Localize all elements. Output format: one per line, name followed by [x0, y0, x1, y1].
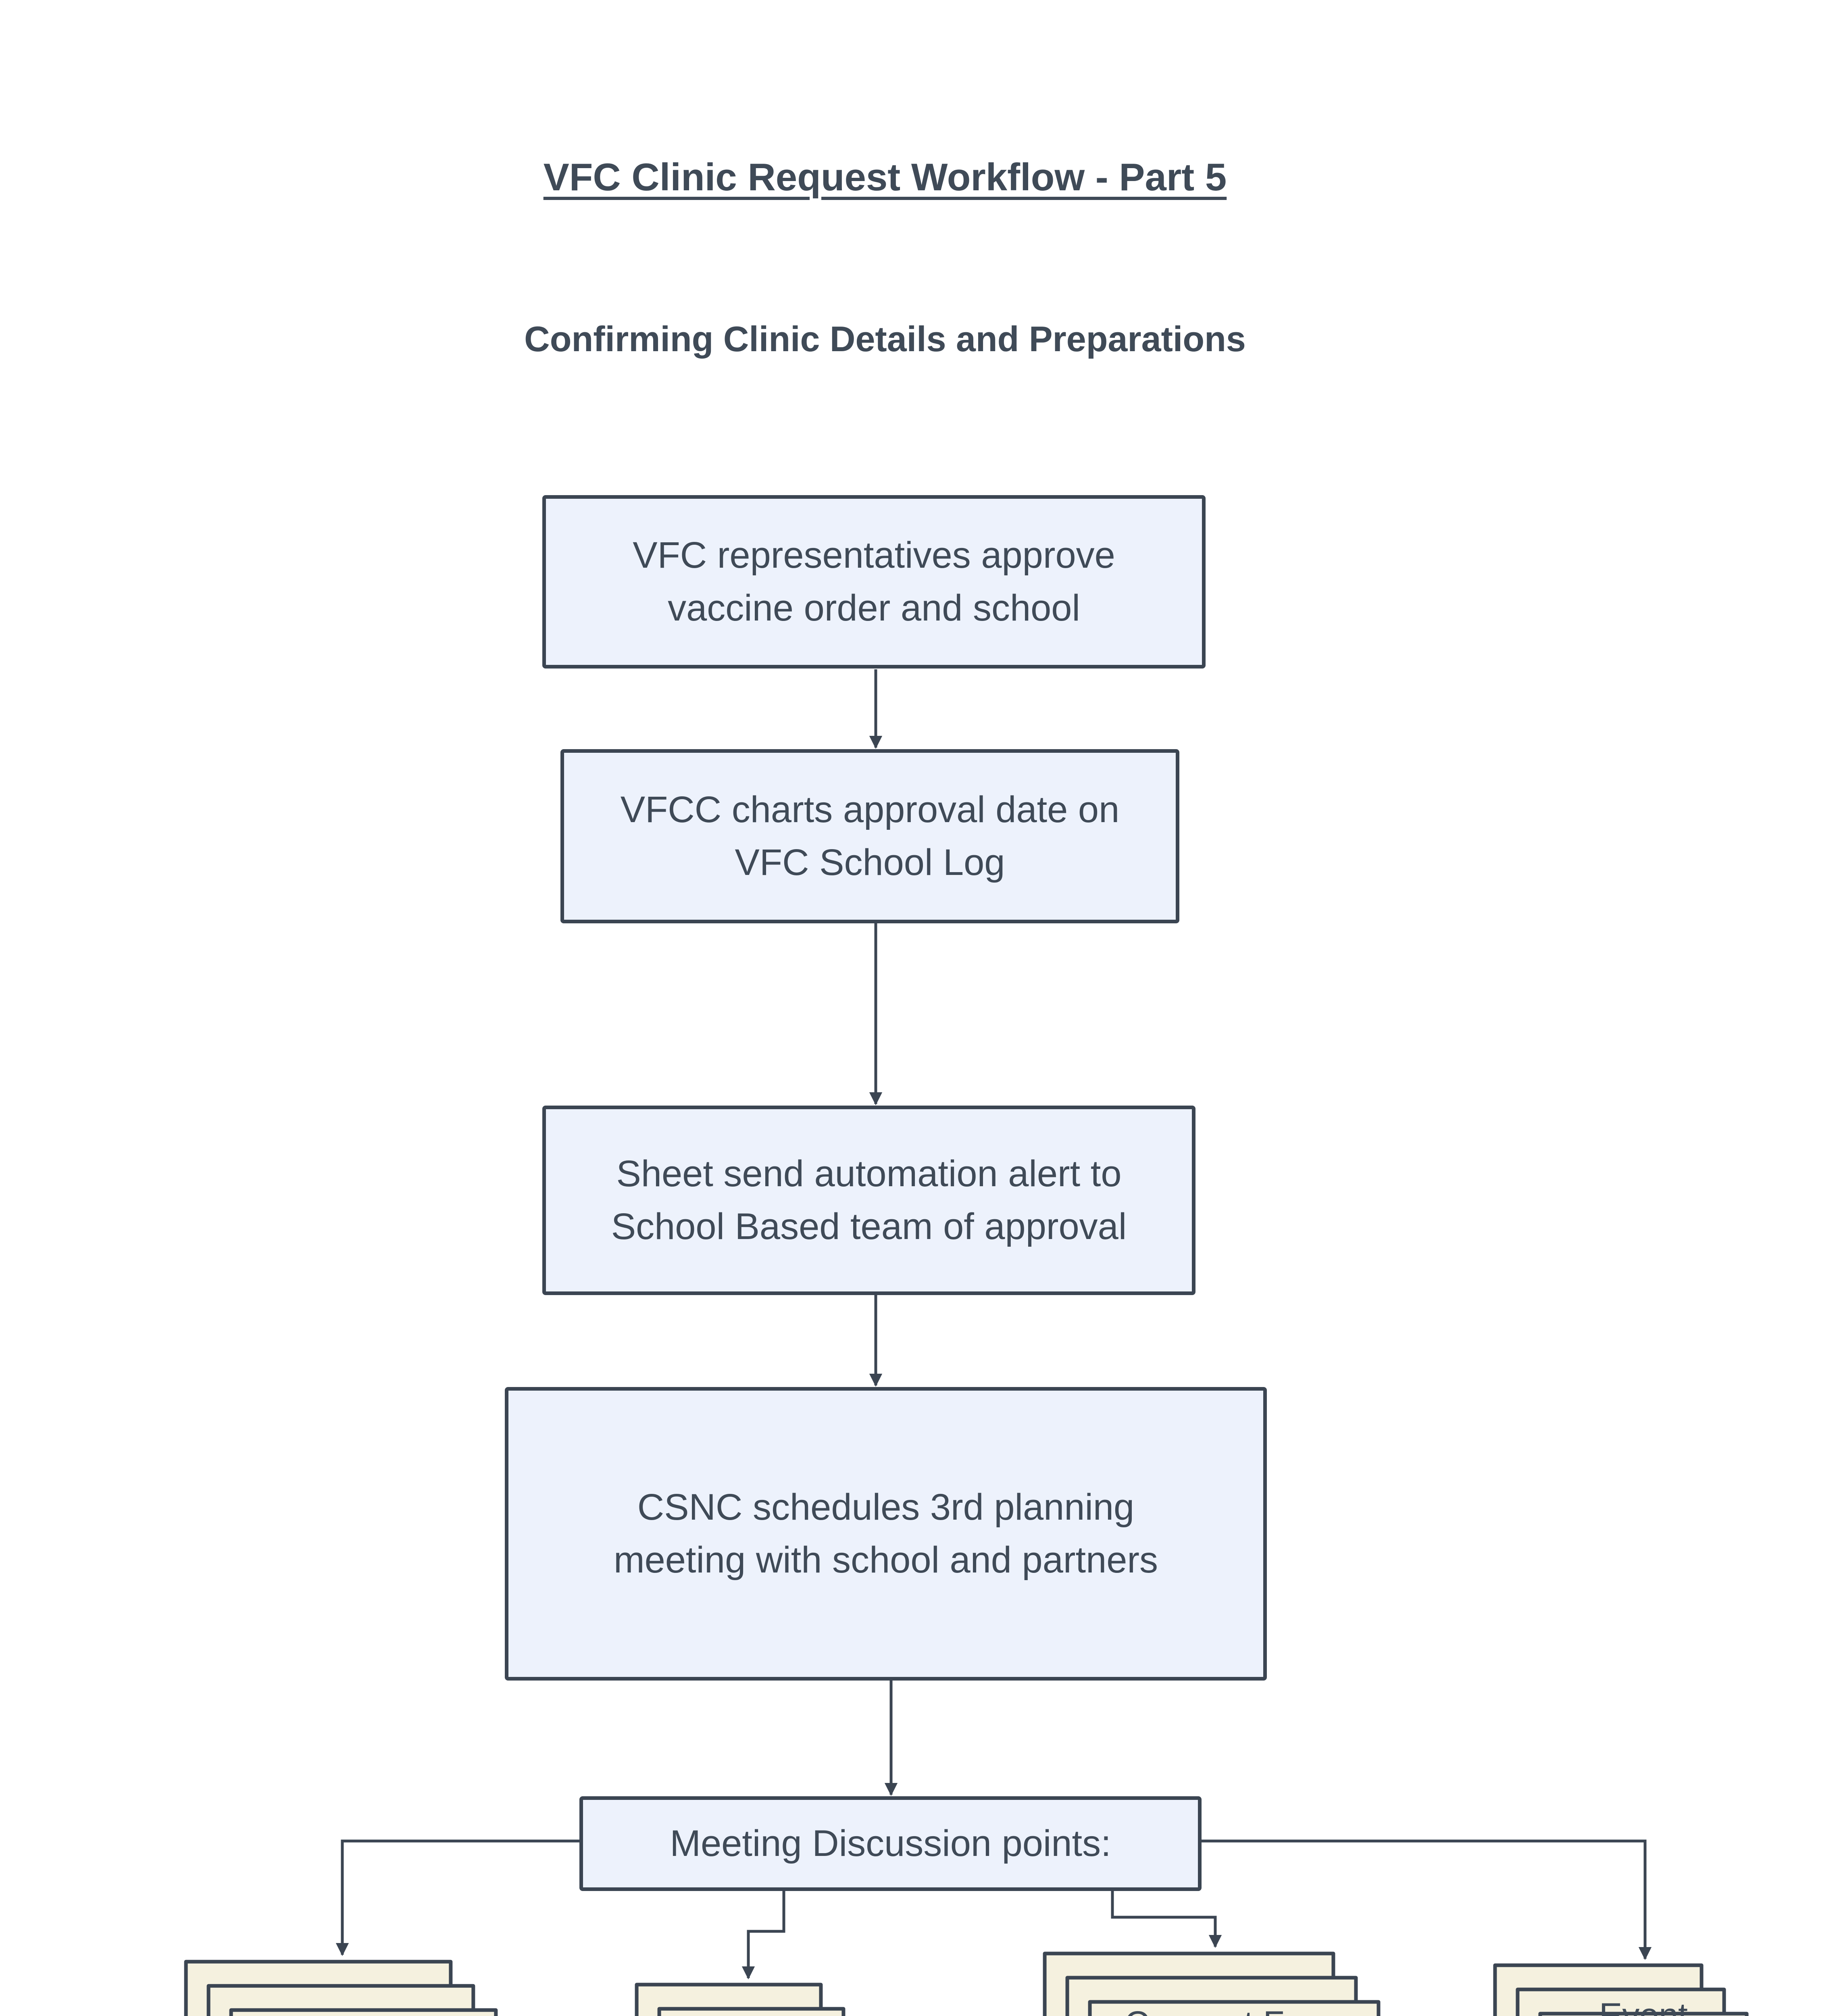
process-sheet-alert: Sheet send automation alert to School Ba…	[542, 1106, 1195, 1295]
document-sheet-icon	[1514, 1986, 1727, 2016]
document-sheet-icon	[1537, 2010, 1750, 2016]
document-label: Confirmed Date	[234, 2010, 460, 2016]
page-title: VFC Clinic Request Workflow - Part 5	[543, 156, 1227, 199]
document-label: Consent Form Stragies	[1085, 1998, 1383, 2016]
document-label: Event Logistics	[1599, 1996, 1688, 2016]
connector-meeting-to-confirmed-date	[335, 1839, 581, 1956]
page-subtitle: Confirming Clinic Details and Preparatio…	[524, 319, 1246, 359]
connector-meeting-to-clinic-layout	[741, 1890, 785, 1980]
process-meeting-points: Meeting Discussion points:	[579, 1796, 1202, 1891]
document-confirmed-date: Confirmed Date	[182, 1958, 500, 2016]
connector-meeting-to-consent-form	[1111, 1890, 1222, 1948]
process-csnc-schedule: CSNC schedules 3rd planning meeting with…	[505, 1387, 1267, 1681]
document-sheet-icon	[1085, 1998, 1383, 2016]
connector-meeting-to-event-logistics	[1200, 1839, 1652, 1960]
document-consent-form: Consent Form Stragies	[1040, 1949, 1383, 2016]
document-sheet-icon	[227, 2006, 500, 2016]
document-clinic-layout: Clinic Layout	[634, 1981, 869, 2016]
process-vfc-approve: VFC representatives approve vaccine orde…	[542, 495, 1206, 669]
document-sheet-icon	[656, 2005, 846, 2016]
document-event-logistics: Event Logistics	[1492, 1962, 1750, 2016]
process-vfcc-charts: VFCC charts approval date on VFC School …	[560, 749, 1179, 923]
